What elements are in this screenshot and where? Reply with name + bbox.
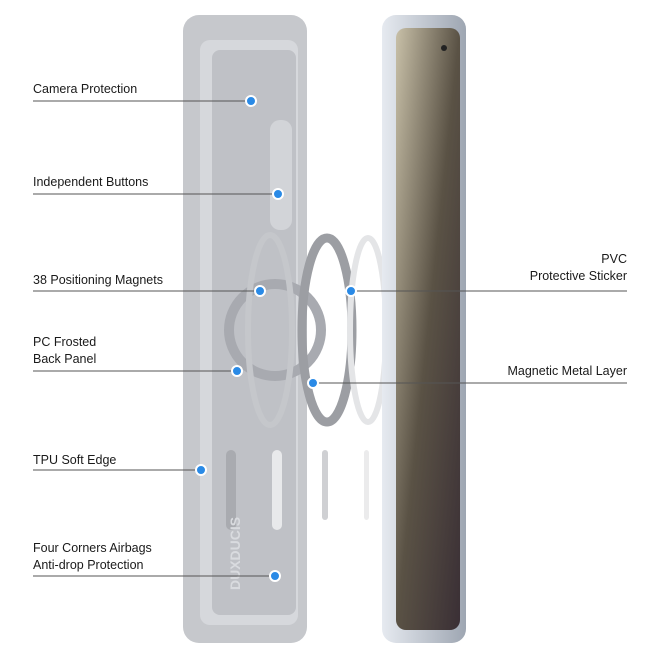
label-independent-buttons: Independent Buttons xyxy=(33,175,149,189)
label-line: PC Frosted xyxy=(33,335,97,349)
label-line: Anti-drop Protection xyxy=(33,558,144,572)
leader-lines xyxy=(33,100,627,577)
label-line: Protective Sticker xyxy=(529,269,627,283)
label-line: Back Panel xyxy=(33,352,97,366)
label-magnetic-metal-layer: Magnetic Metal Layer xyxy=(507,364,627,378)
label-pvc-sticker: PVC Protective Sticker xyxy=(530,251,627,285)
label-line: Four Corners Airbags xyxy=(33,541,152,555)
label-four-corners-airbags: Four Corners Airbags Anti-drop Protectio… xyxy=(33,540,152,574)
label-line: PVC xyxy=(601,252,627,266)
label-positioning-magnets: 38 Positioning Magnets xyxy=(33,273,163,287)
label-tpu-soft-edge: TPU Soft Edge xyxy=(33,453,117,467)
label-pc-frosted: PC Frosted Back Panel xyxy=(33,334,96,368)
brand-watermark: DUXDUCIS xyxy=(227,517,243,590)
phone xyxy=(382,15,466,643)
label-camera-protection: Camera Protection xyxy=(33,82,138,96)
callout-dots xyxy=(195,95,357,582)
